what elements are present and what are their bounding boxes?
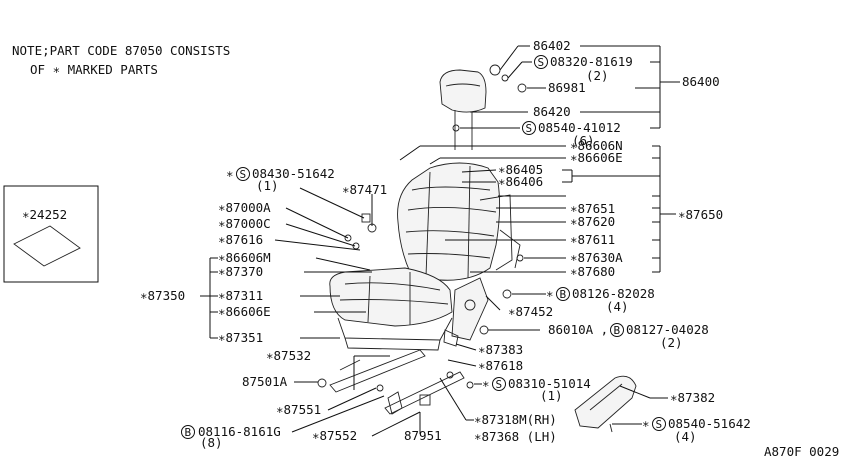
label-08540-51642-prefix: ∗ — [642, 416, 650, 431]
label-86606e-top: ∗86606E — [570, 150, 623, 165]
label-08540-51642-qty: (4) — [674, 429, 697, 444]
standard-part-symbol — [534, 55, 548, 69]
label-86420: 86420 — [533, 104, 571, 119]
headrest-part — [439, 69, 487, 150]
label-08310-qty: (1) — [540, 388, 563, 403]
label-87650: ∗87650 — [678, 207, 723, 222]
symbol-b: B — [560, 288, 567, 301]
label-87552: ∗87552 — [312, 428, 357, 443]
label-08116-8161g: 08116-8161G — [198, 424, 281, 439]
label-87370: ∗87370 — [218, 264, 263, 279]
symbol-s: S — [538, 56, 545, 69]
symbol-s: S — [526, 122, 533, 135]
label-86606m: ∗86606M — [218, 250, 271, 265]
label-86406: ∗86406 — [498, 174, 543, 189]
label-08116-qty: (8) — [200, 435, 223, 450]
label-87351: ∗87351 — [218, 330, 263, 345]
symbol-s: S — [656, 418, 663, 431]
label-86606n: ∗86606N — [570, 138, 623, 153]
floor-mat-icon — [13, 225, 81, 267]
label-87000c: ∗87000C — [218, 216, 271, 231]
label-08320-qty: (2) — [586, 68, 609, 83]
standard-part-symbol — [522, 121, 536, 135]
label-87532: ∗87532 — [266, 348, 311, 363]
standard-part-symbol — [652, 417, 666, 431]
label-87630a: ∗87630A — [570, 250, 623, 265]
seat-rails-part — [317, 349, 465, 415]
label-86402: 86402 — [533, 38, 571, 53]
label-87680: ∗87680 — [570, 264, 615, 279]
seat-cushion-part — [329, 267, 453, 351]
part-labels: 86402 S 08320-81619 (2) 86981 86400 8642… — [140, 38, 839, 459]
label-08430-qty: (1) — [256, 178, 279, 193]
label-08126-prefix: ∗ — [546, 286, 554, 301]
seatback-part — [397, 162, 521, 281]
label-87368: ∗87368 (LH) — [474, 429, 557, 444]
label-08127-04028: 08127-04028 — [626, 322, 709, 337]
label-08320-81619: 08320-81619 — [550, 54, 633, 69]
label-08540-51642: 08540-51642 — [668, 416, 751, 431]
symbol-b: B — [185, 426, 192, 439]
bolt-symbol — [556, 287, 570, 301]
note-line-1: NOTE;PART CODE 87050 CONSISTS — [12, 43, 230, 58]
label-87611: ∗87611 — [570, 232, 615, 247]
recliner-cover-part — [574, 375, 637, 433]
label-08430-51642: 08430-51642 — [252, 166, 335, 181]
standard-part-symbol — [236, 167, 250, 181]
label-87951: 87951 — [404, 428, 442, 443]
label-08127-qty: (2) — [660, 335, 683, 350]
label-86981: 86981 — [548, 80, 586, 95]
label-86606e: ∗86606E — [218, 304, 271, 319]
note-line-2: OF ∗ MARKED PARTS — [30, 62, 158, 77]
label-86400: 86400 — [682, 74, 720, 89]
label-86010a: 86010A , — [548, 322, 608, 337]
symbol-s: S — [496, 378, 503, 391]
label-86405: ∗86405 — [498, 162, 543, 177]
label-87551: ∗87551 — [276, 402, 321, 417]
label-87620: ∗87620 — [570, 214, 615, 229]
label-87618: ∗87618 — [478, 358, 523, 373]
symbol-b: B — [614, 324, 621, 337]
label-87383: ∗87383 — [478, 342, 523, 357]
label-87452: ∗87452 — [508, 304, 553, 319]
bolt-symbol — [610, 323, 624, 337]
label-08310-51014: 08310-51014 — [508, 376, 591, 391]
label-08126-qty: (4) — [606, 299, 629, 314]
label-87616: ∗87616 — [218, 232, 263, 247]
label-87350: ∗87350 — [140, 288, 185, 303]
label-08430-prefix: ∗ — [226, 166, 234, 181]
recliner-bracket-part — [443, 277, 489, 347]
label-24252: ∗24252 — [22, 207, 67, 222]
label-08126-82028: 08126-82028 — [572, 286, 655, 301]
leader-lines — [200, 45, 680, 437]
bolt-symbol — [181, 425, 195, 439]
label-08540-41012-qty: (6) — [572, 133, 595, 148]
label-87318m: ∗87318M(RH) — [474, 412, 557, 427]
label-87501a: 87501A — [242, 374, 288, 389]
label-87000a: ∗87000A — [218, 200, 271, 215]
label-87651: ∗87651 — [570, 201, 615, 216]
label-87311: ∗87311 — [218, 288, 263, 303]
label-08310-prefix: ∗ — [482, 376, 490, 391]
label-87471: ∗87471 — [342, 182, 387, 197]
label-87382: ∗87382 — [670, 390, 715, 405]
label-08540-41012: 08540-41012 — [538, 120, 621, 135]
diagram-code: A870F 0029 — [764, 444, 839, 459]
symbol-s: S — [240, 168, 247, 181]
standard-part-symbol — [492, 377, 506, 391]
hardware-part — [344, 64, 527, 415]
inset-box — [3, 185, 99, 283]
